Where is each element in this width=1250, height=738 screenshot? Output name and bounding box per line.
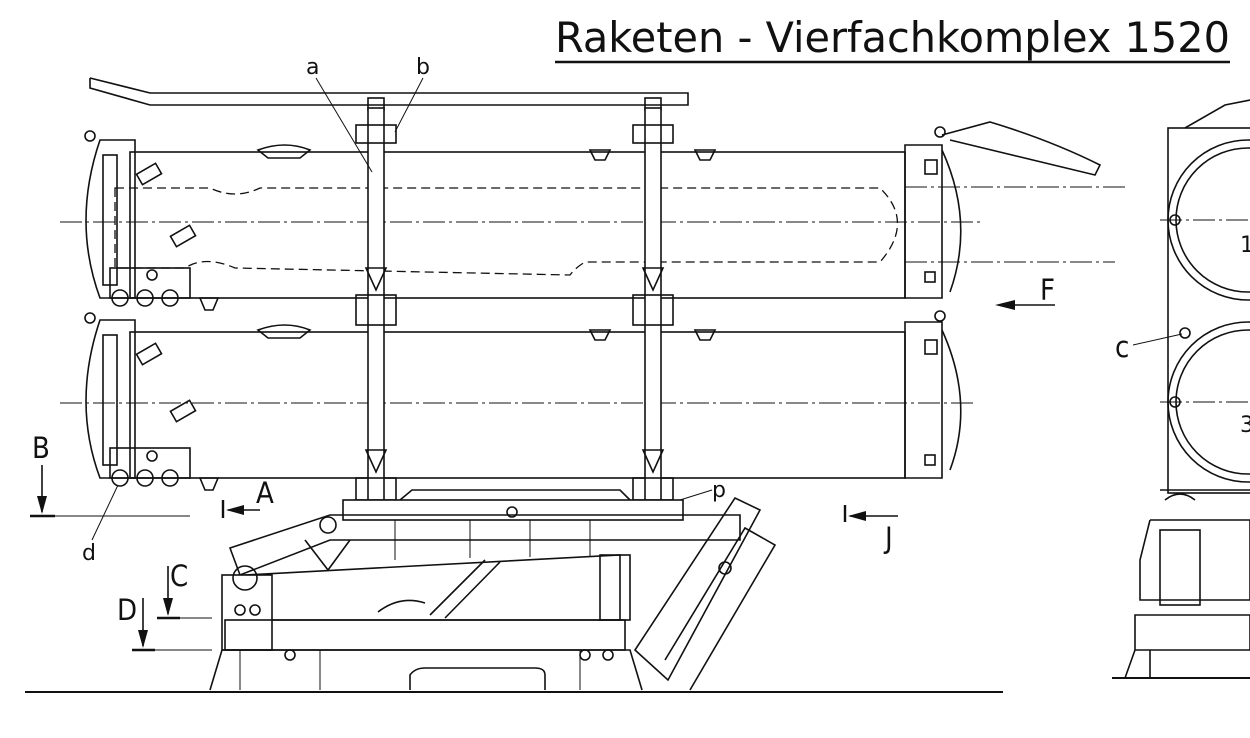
tube-number-1: 1 xyxy=(1240,233,1250,258)
label-D: D xyxy=(117,593,137,627)
label-b: b xyxy=(416,55,430,80)
label-d: d xyxy=(82,541,96,566)
label-a: a xyxy=(306,55,319,80)
annotations xyxy=(30,77,1183,652)
tube-number-3: 3 xyxy=(1240,413,1250,438)
label-F: F xyxy=(1040,273,1055,307)
label-A: A xyxy=(256,476,274,510)
label-J: J xyxy=(883,521,893,555)
end-view: 1 3 xyxy=(1124,99,1250,679)
title-text: Raketen - Vierfachkomplex 1520 xyxy=(555,13,1230,62)
label-C: C xyxy=(170,559,188,593)
label-p: p xyxy=(712,478,726,503)
launch-tube-lower xyxy=(60,310,975,491)
launcher-frame xyxy=(209,489,777,691)
drawing-title: Raketen - Vierfachkomplex 1520 xyxy=(555,13,1230,64)
top-rail xyxy=(89,77,689,111)
launch-tube-upper xyxy=(60,121,1125,311)
label-B: B xyxy=(32,431,50,465)
label-c: c xyxy=(1115,330,1129,364)
